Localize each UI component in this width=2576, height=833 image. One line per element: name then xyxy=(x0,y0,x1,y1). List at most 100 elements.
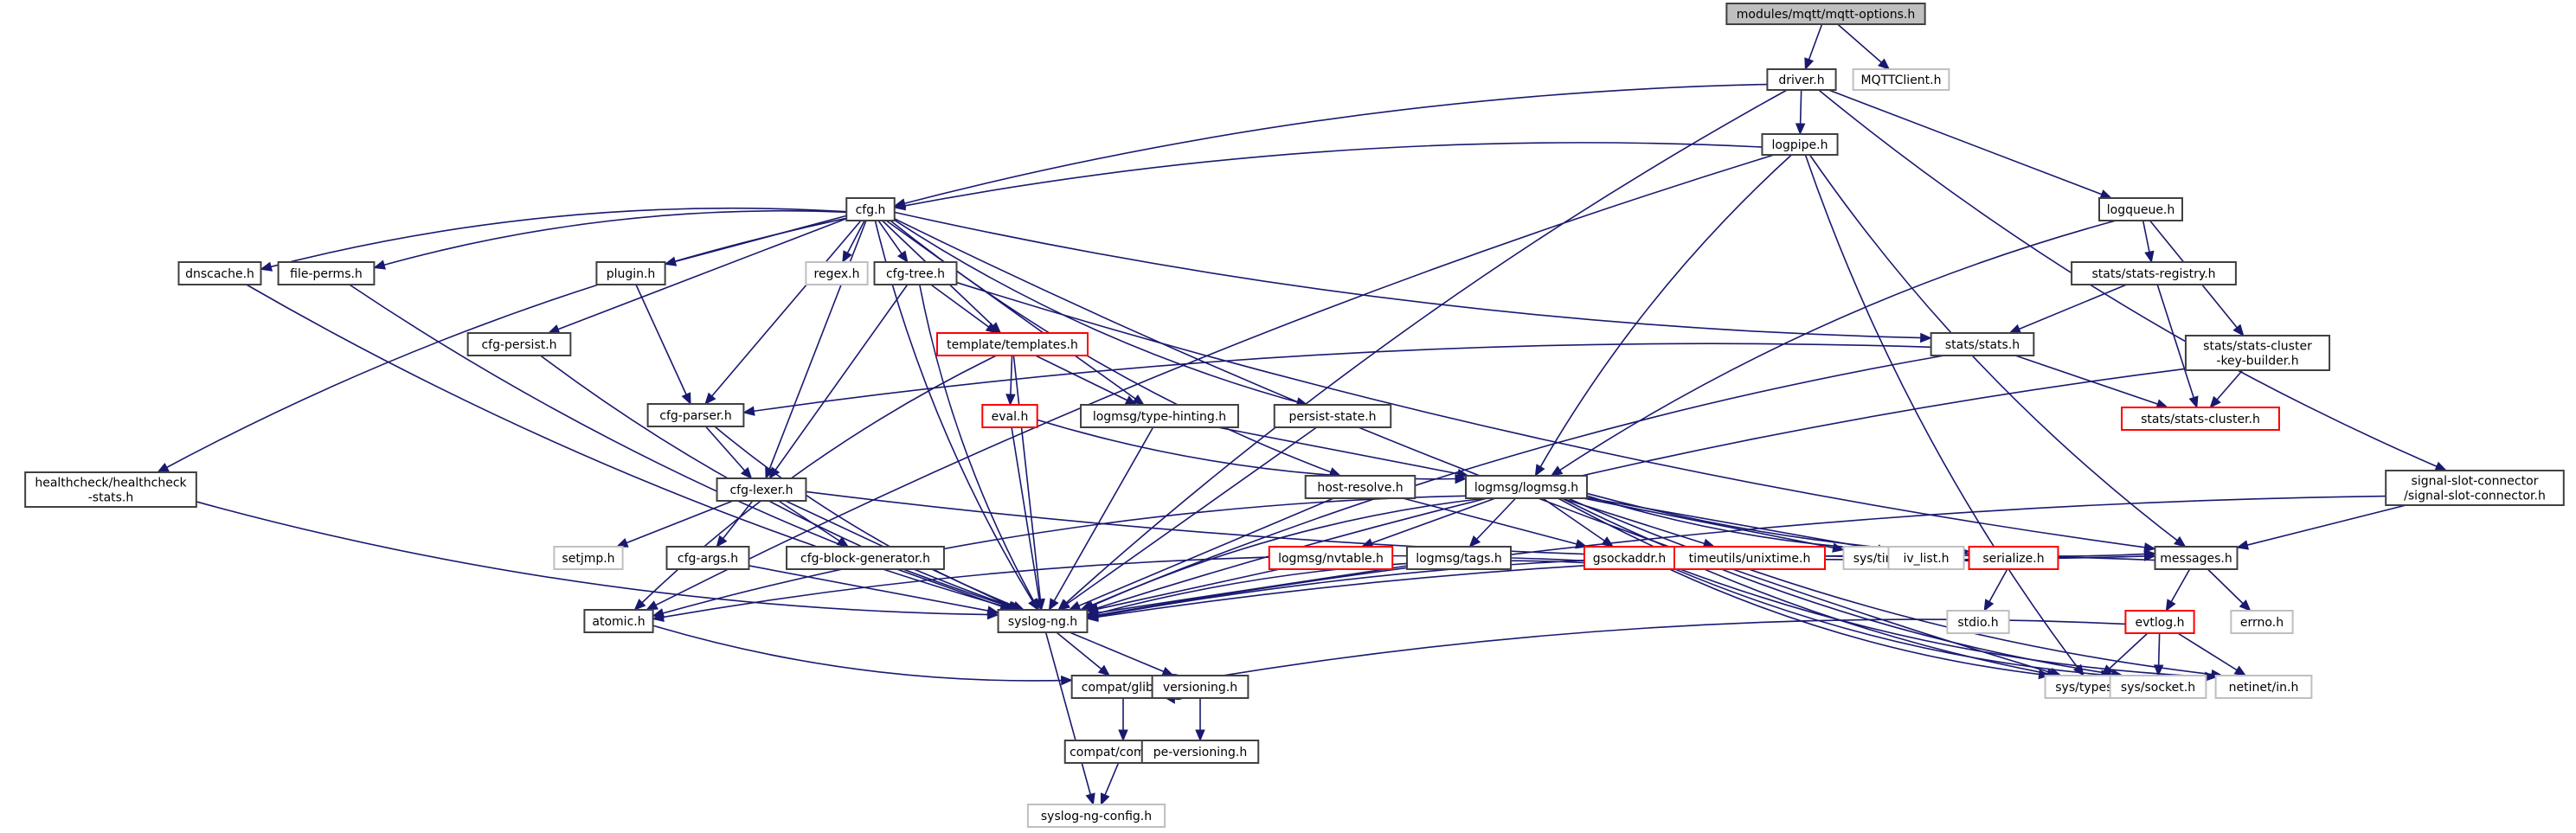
node-driver[interactable]: driver.h xyxy=(1766,68,1837,91)
node-ivlist[interactable]: iv_list.h xyxy=(1887,546,1965,570)
edge-cfgtree-to-cfglexer xyxy=(768,284,909,480)
node-signalslot[interactable]: signal-slot-connector/signal-slot-connec… xyxy=(2385,470,2565,506)
arrowhead-icon xyxy=(1034,598,1044,612)
node-syssocket[interactable]: sys/socket.h xyxy=(2109,675,2207,699)
node-unixtime[interactable]: timeutils/unixtime.h xyxy=(1673,546,1826,570)
edge-root-to-mqttclient xyxy=(1837,23,1891,70)
node-persiststate[interactable]: persist-state.h xyxy=(1273,404,1392,428)
arrowhead-icon xyxy=(2434,461,2448,471)
node-syslogngconfig[interactable]: syslog-ng-config.h xyxy=(1026,804,1166,828)
edge-line xyxy=(1011,426,1042,611)
node-label: evtlog.h xyxy=(2135,616,2184,630)
node-tags[interactable]: logmsg/tags.h xyxy=(1406,546,1512,570)
node-box xyxy=(1273,404,1392,428)
edge-messages-to-evtlog xyxy=(2165,568,2191,612)
node-label: cfg-parser.h xyxy=(659,409,732,423)
arrowhead-icon xyxy=(1005,394,1016,407)
node-box xyxy=(2214,675,2313,699)
node-stdio[interactable]: stdio.h xyxy=(1946,610,2010,634)
node-messages[interactable]: messages.h xyxy=(2154,546,2239,570)
node-errno[interactable]: errno.h xyxy=(2230,610,2294,634)
edge-stats-to-cfgparser xyxy=(742,343,1931,416)
edge-hostresolve-to-syslogng xyxy=(1068,497,1334,611)
node-label: gsockaddr.h xyxy=(1593,552,1666,566)
node-label: file-perms.h xyxy=(290,267,363,281)
node-statsregistry[interactable]: stats/stats-registry.h xyxy=(2071,261,2237,285)
node-nvtable[interactable]: logmsg/nvtable.h xyxy=(1268,546,1394,570)
edge-line xyxy=(1567,497,2223,676)
edge-line xyxy=(1808,154,2187,548)
node-label: stats/stats-cluster.h xyxy=(2141,413,2260,426)
node-cfglexer[interactable]: cfg-lexer.h xyxy=(716,477,807,502)
node-cfg[interactable]: cfg.h xyxy=(845,197,896,221)
node-dnscache[interactable]: dnscache.h xyxy=(177,261,262,285)
node-box xyxy=(2109,675,2207,699)
node-netinet[interactable]: netinet/in.h xyxy=(2214,675,2313,699)
edge-line xyxy=(1080,355,1945,611)
node-cfgtree[interactable]: cfg-tree.h xyxy=(873,261,958,285)
arrowhead-icon xyxy=(1085,792,1095,806)
arrowhead-icon xyxy=(836,536,850,548)
node-mqttclient[interactable]: MQTTClient.h xyxy=(1852,68,1950,91)
arrowhead-icon xyxy=(547,324,561,334)
edge-serialize-to-stdio xyxy=(1983,568,2008,612)
node-stats[interactable]: stats/stats.h xyxy=(1930,332,2035,356)
arrowhead-icon xyxy=(1601,536,1615,548)
node-logmsg[interactable]: logmsg/logmsg.h xyxy=(1465,475,1588,499)
node-box xyxy=(873,261,958,285)
arrowhead-icon xyxy=(2209,395,2221,408)
edge-line xyxy=(1087,368,2187,612)
node-cfgargs[interactable]: cfg-args.h xyxy=(665,546,750,570)
edge-line xyxy=(2177,632,2246,676)
node-gsockaddr[interactable]: gsockaddr.h xyxy=(1584,546,1675,570)
node-hostresolve[interactable]: host-resolve.h xyxy=(1304,475,1416,499)
arrowhead-icon xyxy=(1132,394,1145,406)
edge-evtlog-to-netinet xyxy=(2177,632,2247,676)
edge-cfglexer-to-cfgblockgen xyxy=(778,500,850,548)
arrowhead-icon xyxy=(1983,599,1995,612)
arrowhead-icon xyxy=(2144,250,2155,264)
node-plugin[interactable]: plugin.h xyxy=(595,261,666,285)
node-root[interactable]: modules/mqtt/mqtt-options.h xyxy=(1725,3,1926,25)
node-label: sys/socket.h xyxy=(2121,681,2195,695)
node-label: persist-state.h xyxy=(1288,410,1376,424)
edge-line xyxy=(894,83,1768,207)
node-label: healthcheck/healthcheck xyxy=(35,477,187,490)
node-eval[interactable]: eval.h xyxy=(981,404,1038,428)
edge-cfg-to-stats xyxy=(894,211,1932,343)
node-peversioning[interactable]: pe-versioning.h xyxy=(1140,740,1260,764)
node-typehinting[interactable]: logmsg/type-hinting.h xyxy=(1080,404,1239,428)
node-serialize[interactable]: serialize.h xyxy=(1968,546,2059,570)
node-statscluster[interactable]: stats/stats-cluster.h xyxy=(2121,407,2280,431)
node-label: cfg-block-generator.h xyxy=(800,552,930,566)
node-fileperms[interactable]: file-perms.h xyxy=(277,261,376,285)
node-regex[interactable]: regex.h xyxy=(805,261,869,285)
node-label: stats/stats.h xyxy=(1945,338,2020,352)
edge-line xyxy=(1818,89,2447,471)
node-box xyxy=(1946,610,2010,634)
edge-glib-to-compat xyxy=(1118,698,1128,742)
node-setjmp[interactable]: setjmp.h xyxy=(553,546,624,570)
node-cfgblockgen[interactable]: cfg-block-generator.h xyxy=(786,546,945,570)
node-evtlog[interactable]: evtlog.h xyxy=(2124,610,2195,634)
edge-cfgparser-to-syslogng xyxy=(714,426,1025,611)
node-cfgpersist[interactable]: cfg-persist.h xyxy=(466,332,572,356)
node-syslogng[interactable]: syslog-ng.h xyxy=(997,609,1089,633)
node-keybuilder[interactable]: stats/stats-cluster-key-builder.h xyxy=(2184,335,2331,371)
node-label: sys/types.h xyxy=(2055,681,2123,695)
node-logpipe[interactable]: logpipe.h xyxy=(1761,133,1839,156)
node-box xyxy=(1080,404,1239,428)
node-atomic[interactable]: atomic.h xyxy=(583,609,654,633)
node-templates[interactable]: template/templates.h xyxy=(936,332,1089,356)
node-logqueue[interactable]: logqueue.h xyxy=(2098,197,2183,221)
node-versioning[interactable]: versioning.h xyxy=(1151,675,1249,699)
arrowhead-icon xyxy=(2143,542,2156,553)
node-cfgparser[interactable]: cfg-parser.h xyxy=(646,403,745,427)
node-label: syslog-ng-config.h xyxy=(1041,810,1152,823)
edge-cfgtree-to-messages xyxy=(956,281,2156,553)
edge-line xyxy=(260,207,847,271)
node-label: -stats.h xyxy=(88,491,134,505)
arrowhead-icon xyxy=(2008,324,2022,334)
node-healthcheck[interactable]: healthcheck/healthcheck-stats.h xyxy=(24,471,197,508)
node-box xyxy=(786,546,945,570)
